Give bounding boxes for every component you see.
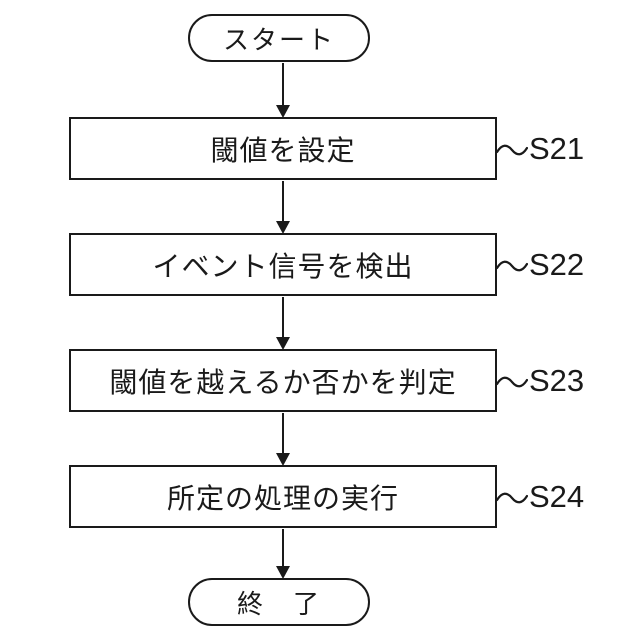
arrow-s21-to-s22 xyxy=(276,181,290,234)
arrow-line xyxy=(281,63,285,107)
tilde-leader-icon xyxy=(496,492,528,503)
arrow-line xyxy=(281,413,285,455)
step-id-text: S21 xyxy=(529,130,585,166)
process-box-s22-label: イベント信号を検出 xyxy=(152,250,414,282)
arrow-s22-to-s23 xyxy=(276,297,290,350)
arrow-s23-to-s24 xyxy=(276,413,290,466)
arrow-line xyxy=(281,181,285,223)
step-label-s24: S24 xyxy=(496,465,584,528)
step-id-text: S24 xyxy=(529,478,585,514)
arrow-s24-to-end xyxy=(276,529,290,579)
tilde-leader-icon xyxy=(496,260,528,271)
step-label-s23: S23 xyxy=(496,349,584,412)
arrow-head-icon xyxy=(276,221,290,234)
process-box-s23-label: 閾値を越えるか否かを判定 xyxy=(109,366,457,398)
arrow-head-icon xyxy=(276,337,290,350)
arrow-line xyxy=(281,297,285,339)
start-terminal-label: スタート xyxy=(222,24,335,55)
arrow-head-icon xyxy=(276,105,290,118)
arrow-start-to-s21 xyxy=(276,63,290,118)
end-terminal-label: 終 了 xyxy=(236,588,321,619)
step-label-s21: S21 xyxy=(496,117,584,180)
process-box-s22: イベント信号を検出 xyxy=(69,233,497,296)
step-id-text: S22 xyxy=(529,246,585,282)
process-box-s24-label: 所定の処理の実行 xyxy=(166,482,399,514)
process-box-s21-label: 閾値を設定 xyxy=(210,134,356,166)
start-terminal: スタート xyxy=(188,14,370,62)
process-box-s23: 閾値を越えるか否かを判定 xyxy=(69,349,497,412)
step-label-s22: S22 xyxy=(496,233,584,296)
end-terminal: 終 了 xyxy=(188,578,370,626)
tilde-leader-icon xyxy=(496,376,528,387)
arrow-line xyxy=(281,529,285,568)
tilde-leader-icon xyxy=(496,144,528,155)
arrow-head-icon xyxy=(276,566,290,579)
step-id-text: S23 xyxy=(529,362,585,398)
process-box-s24: 所定の処理の実行 xyxy=(69,465,497,528)
process-box-s21: 閾値を設定 xyxy=(69,117,497,180)
arrow-head-icon xyxy=(276,453,290,466)
